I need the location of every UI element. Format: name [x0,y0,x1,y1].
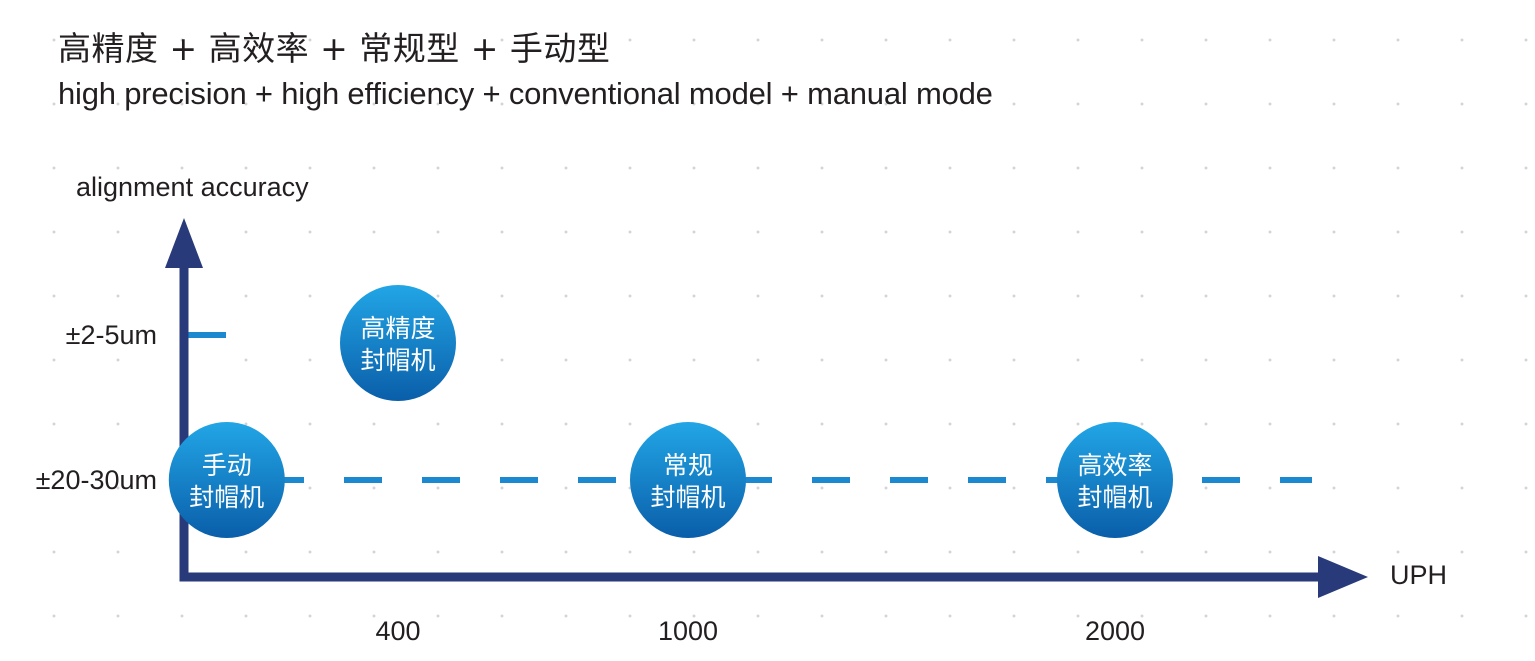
x-tick-label: 400 [375,616,420,646]
x-axis-arrow [1318,556,1368,598]
x-tick-label: 2000 [1085,616,1145,646]
bubble-circle [168,422,285,538]
bubble-circle [340,285,456,401]
bubble-label: 高精度 [360,314,435,343]
y-tick-label: ±2-5um [66,320,157,350]
bubble-circle [1057,422,1173,538]
bubble-circle [630,422,746,538]
bubble-label: 封帽机 [189,483,264,512]
bubble-label: 常规 [663,451,713,480]
bubble-label: 封帽机 [1077,483,1152,512]
bubble-label: 手动 [202,451,252,480]
x-axis-title: UPH [1390,560,1447,590]
y-axis-arrow [165,218,203,268]
x-tick-label: 1000 [658,616,718,646]
y-axis-title: alignment accuracy [76,172,309,202]
y-tick-label: ±20-30um [36,465,157,495]
bubble-label: 封帽机 [650,483,725,512]
axes [165,218,1368,598]
bubble-label: 封帽机 [360,346,435,375]
chart-title: 高精度 + 高效率 + 常规型 + 手动型 [58,29,611,68]
chart-subtitle: high precision + high efficiency + conve… [58,76,993,111]
bubble-label: 高效率 [1077,451,1152,480]
